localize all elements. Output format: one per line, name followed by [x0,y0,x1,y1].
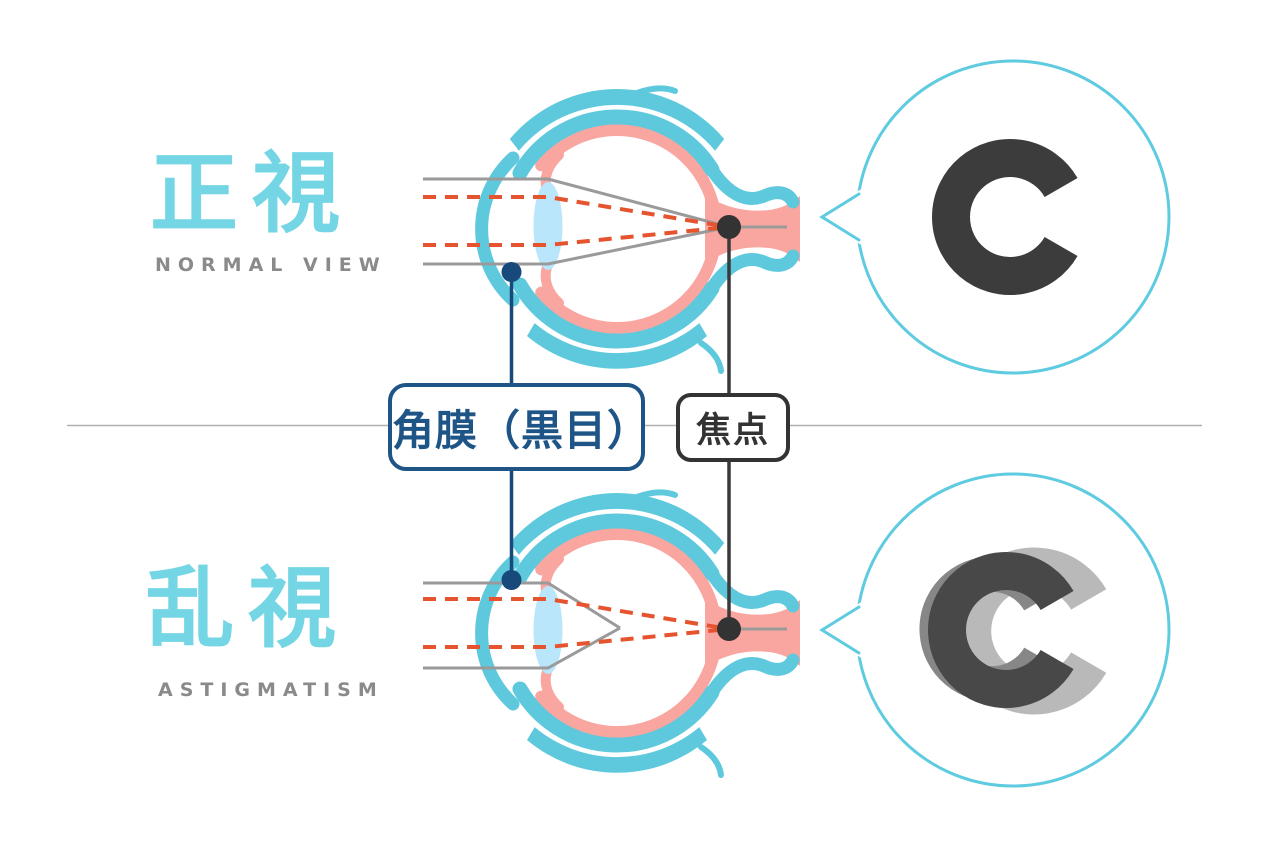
astigmatism-light-rays-red-dashed [423,597,730,649]
normal-focal-point-dot [717,215,741,239]
cornea-callout-box: 角膜（黒目） [388,383,651,471]
bubble-tail [819,192,861,242]
astigmatism-eyeball-illustration [482,492,800,775]
normal-vision-bubble: C [816,59,1171,375]
normal-view-title-en: NORMAL VIEW [155,254,387,276]
focal-point-callout-label: 焦点 [695,411,770,451]
normal-view-title-jp: 正視 [150,142,355,245]
normal-eye-diagram [423,88,800,371]
normal-cornea-marker-dot [501,262,522,282]
bubble-tail [819,605,861,655]
astigmatism-focal-point-dot [717,617,741,641]
cornea-callout-label: 角膜（黒目） [392,405,651,455]
astigmatism-cornea-marker-dot [501,570,522,590]
astigmatism-title-jp: 乱視 [146,557,351,660]
astigmatism-vision-bubble: C [816,472,1171,788]
normal-eyeball-illustration [482,88,800,371]
focal-point-callout-box: 焦点 [676,393,790,462]
astigmatism-title-en: ASTIGMATISM [158,679,384,701]
astigmatism-eye-diagram [423,492,800,775]
normal-light-rays-red-dashed [423,195,730,247]
